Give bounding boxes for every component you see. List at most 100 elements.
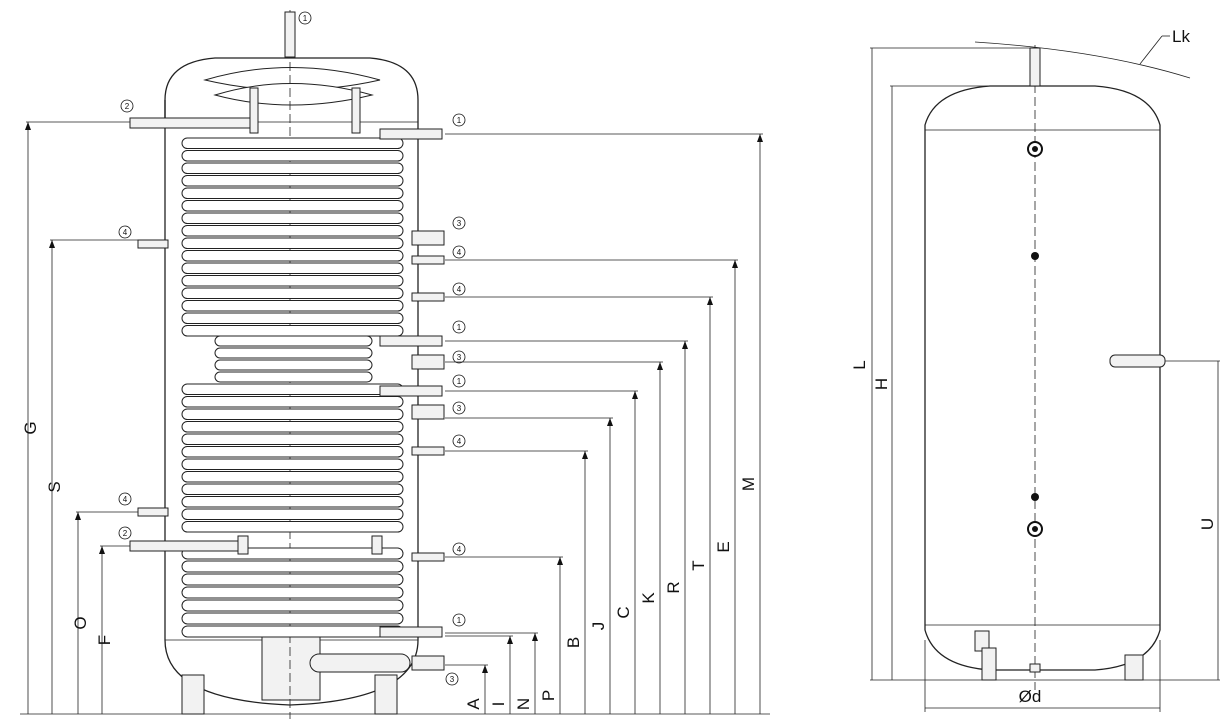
connection-marker <box>452 434 466 448</box>
coil-turn <box>181 262 404 274</box>
coil-turn <box>181 312 404 324</box>
coil-turn <box>181 200 404 212</box>
dim-Lk: Lk <box>1172 27 1190 46</box>
connection-marker <box>452 542 466 556</box>
coil-turn <box>214 335 373 347</box>
coil-turn <box>181 325 404 337</box>
coil-turn <box>181 212 404 224</box>
dim-O: O <box>71 616 90 629</box>
coil-turn <box>181 250 404 262</box>
dim-P: P <box>539 690 558 701</box>
coil-turn <box>181 137 404 149</box>
dim-T: T <box>689 560 708 570</box>
coil-turn <box>181 471 404 483</box>
middle-heat-exchanger-coil <box>214 335 373 383</box>
connection-number: 1 <box>303 14 308 23</box>
coil-turn <box>181 225 404 237</box>
coil-turn <box>181 458 404 470</box>
connection-number: 4 <box>457 285 462 294</box>
coil-turn <box>181 287 404 299</box>
dim-H: H <box>872 378 891 390</box>
connection-marker <box>452 401 466 415</box>
dim-J: J <box>589 622 608 631</box>
connection-number: 4 <box>457 248 462 257</box>
coil-turn <box>181 383 404 395</box>
connection-marker <box>445 672 459 686</box>
dim-I: I <box>489 702 508 707</box>
connection-number: 4 <box>457 545 462 554</box>
coil-turn <box>214 371 373 383</box>
connection-marker <box>452 350 466 364</box>
coil-turn <box>181 433 404 445</box>
dim-K: K <box>639 592 658 604</box>
connection-number: 3 <box>457 219 462 228</box>
connection-markers: 1 2 1 4 4 2 3 4 4 1 3 1 3 4 4 1 3 <box>118 11 466 686</box>
coil-turn <box>181 396 404 408</box>
connection-number: 3 <box>457 353 462 362</box>
dim-F: F <box>95 635 114 645</box>
connection-marker <box>298 11 312 25</box>
dim-A: A <box>464 698 483 710</box>
right-tank-external-view: Lk L H U Ød <box>850 27 1220 712</box>
coil-turn <box>181 150 404 162</box>
connection-marker <box>120 99 134 113</box>
coil-turn <box>181 521 404 533</box>
coil-turn <box>181 508 404 520</box>
connection-marker <box>118 225 132 239</box>
coil-turn <box>181 275 404 287</box>
connection-marker <box>452 282 466 296</box>
coil-turn <box>181 446 404 458</box>
coil-turn <box>181 175 404 187</box>
connection-marker <box>452 245 466 259</box>
coil-turn <box>214 347 373 359</box>
dim-M: M <box>739 477 758 491</box>
dim-L: L <box>850 360 869 369</box>
connection-marker <box>118 492 132 506</box>
coil-turn <box>181 612 404 625</box>
upper-heat-exchanger-coil <box>181 137 404 337</box>
connection-marker <box>452 216 466 230</box>
coil-turn <box>181 573 404 586</box>
coil-turn <box>181 408 404 420</box>
dim-G: G <box>21 421 40 434</box>
coil-turn <box>181 586 404 599</box>
lower-heat-exchanger-coil <box>181 383 404 638</box>
dim-S: S <box>45 481 64 492</box>
coil-turn <box>181 560 404 573</box>
dim-N: N <box>514 698 533 710</box>
coil-turn <box>181 483 404 495</box>
coil-turn <box>181 625 404 638</box>
coil-turn <box>181 162 404 174</box>
coil-turn <box>181 599 404 612</box>
connection-number: 4 <box>457 437 462 446</box>
coil-turn <box>181 237 404 249</box>
connection-number: 1 <box>457 616 462 625</box>
dim-U: U <box>1198 518 1217 530</box>
connection-marker <box>452 374 466 388</box>
dim-diameter: Ød <box>1019 687 1042 706</box>
dim-C: C <box>614 606 633 618</box>
dim-E: E <box>714 541 733 552</box>
connection-number: 3 <box>450 675 455 684</box>
coil-turn <box>181 496 404 508</box>
connection-number: 2 <box>123 529 128 538</box>
connection-number: 4 <box>123 495 128 504</box>
connection-number: 2 <box>125 102 130 111</box>
connection-number: 4 <box>123 228 128 237</box>
dim-B: B <box>564 637 583 648</box>
connection-number: 1 <box>457 323 462 332</box>
connection-marker <box>452 320 466 334</box>
connection-marker <box>452 613 466 627</box>
connection-number: 3 <box>457 404 462 413</box>
connection-marker <box>118 526 132 540</box>
connection-number: 1 <box>457 116 462 125</box>
coil-turn <box>181 421 404 433</box>
connection-marker <box>452 113 466 127</box>
connection-number: 1 <box>457 377 462 386</box>
coil-turn <box>181 300 404 312</box>
dim-R: R <box>664 581 683 593</box>
coil-turn <box>214 359 373 371</box>
